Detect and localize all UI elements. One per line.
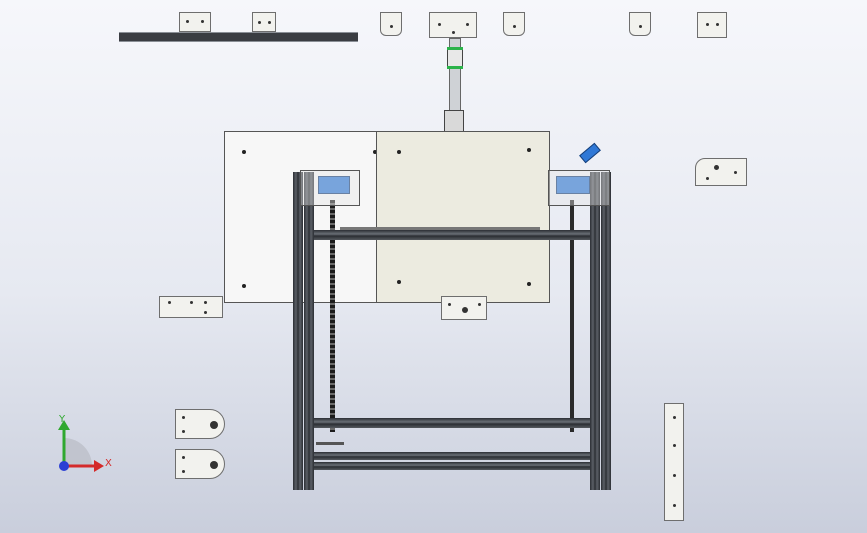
- y-axis-label: Y: [59, 414, 66, 425]
- motor-mount-left[interactable]: [300, 170, 360, 206]
- frame-beam-lower-2[interactable]: [314, 462, 590, 470]
- frame-beam-lower-1[interactable]: [314, 452, 590, 460]
- bearing-block[interactable]: [441, 296, 487, 320]
- motor-assembly-right[interactable]: [556, 176, 590, 194]
- motor-bracket-angled[interactable]: [579, 142, 601, 164]
- rail-bracket-right[interactable]: [252, 12, 276, 32]
- frame-post-left-outer[interactable]: [293, 172, 303, 490]
- loose-bracket-double[interactable]: [429, 12, 477, 38]
- vertical-mounting-plate[interactable]: [664, 403, 684, 521]
- idler-bracket-upper[interactable]: [175, 409, 225, 439]
- guide-carriage[interactable]: [444, 110, 464, 132]
- frame-post-left-inner[interactable]: [304, 172, 314, 490]
- loose-bracket-1[interactable]: [380, 12, 402, 36]
- tension-rod[interactable]: [316, 442, 344, 445]
- top-aluminum-rail[interactable]: [119, 32, 358, 42]
- lead-screw-left[interactable]: [330, 200, 335, 432]
- frame-post-right-inner[interactable]: [590, 172, 600, 490]
- motor-assembly-left[interactable]: [318, 176, 350, 194]
- lead-screw-right[interactable]: [570, 200, 574, 432]
- floating-motor-bracket[interactable]: [695, 158, 747, 186]
- loose-bracket-4[interactable]: [697, 12, 727, 38]
- x-axis-label: X: [105, 458, 112, 469]
- rail-bracket-left[interactable]: [179, 12, 211, 32]
- right-cream-panel[interactable]: [376, 131, 550, 303]
- coordinate-triad: Y X: [52, 414, 122, 480]
- loose-bracket-2[interactable]: [503, 12, 525, 36]
- idler-bracket-lower[interactable]: [175, 449, 225, 479]
- loose-bracket-3[interactable]: [629, 12, 651, 36]
- side-bracket-assembly[interactable]: [159, 296, 223, 318]
- horizontal-slide-rail[interactable]: [340, 227, 540, 230]
- triad-svg: [58, 420, 104, 472]
- frame-post-right-outer[interactable]: [601, 172, 611, 490]
- frame-beam-middle[interactable]: [314, 418, 590, 428]
- motor-mount-right[interactable]: [548, 170, 610, 206]
- frame-beam-upper[interactable]: [314, 230, 590, 240]
